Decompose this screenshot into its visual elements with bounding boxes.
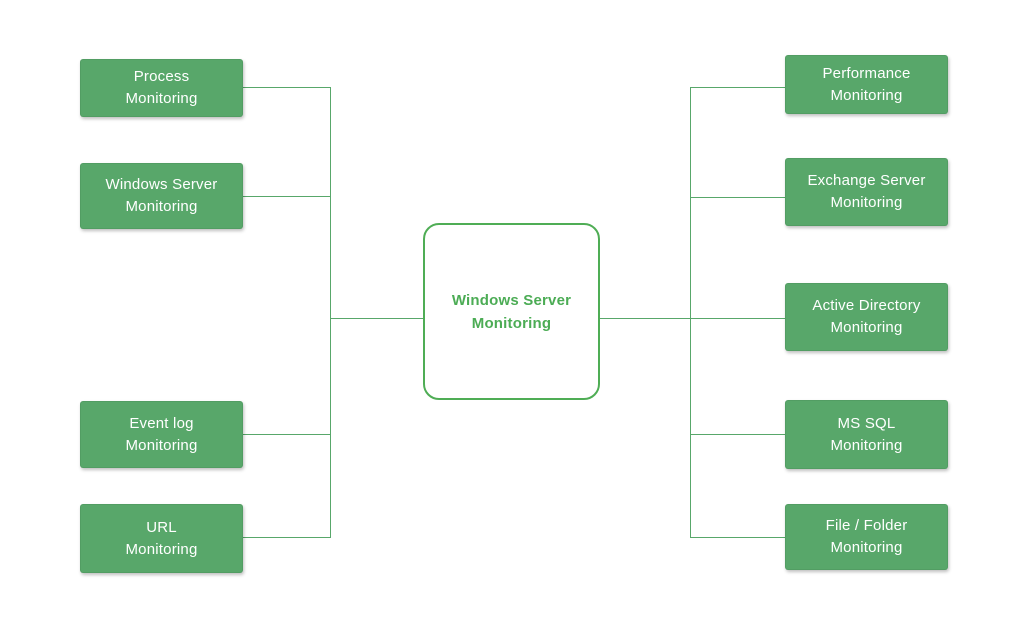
node-performance-monitoring: Performance Monitoring xyxy=(785,55,948,114)
node-file-folder-monitoring: File / Folder Monitoring xyxy=(785,504,948,570)
node-active-directory-monitoring: Active Directory Monitoring xyxy=(785,283,948,351)
node-label: Active Directory Monitoring xyxy=(812,297,921,336)
node-label: Performance Monitoring xyxy=(822,64,911,104)
left-trunk-line xyxy=(330,87,331,538)
node-ms-sql-monitoring: MS SQL Monitoring xyxy=(785,400,948,469)
connector-event-log-to-left-trunk xyxy=(243,434,330,435)
connector-windows-server-to-left-trunk xyxy=(243,196,330,197)
connector-right-trunk-to-file-folder xyxy=(690,537,785,538)
node-exchange-server-monitoring: Exchange Server Monitoring xyxy=(785,158,948,226)
node-label: File / Folder Monitoring xyxy=(825,517,908,556)
connector-right-trunk-to-ms-sql xyxy=(690,434,785,435)
right-trunk-line xyxy=(690,87,691,538)
center-node-label: Windows Server Monitoring xyxy=(451,291,572,332)
connector-right-trunk-to-performance xyxy=(690,87,785,88)
node-label: Exchange Server Monitoring xyxy=(807,172,926,211)
node-label: URL Monitoring xyxy=(125,518,198,558)
node-windows-server-monitoring-left: Windows Server Monitoring xyxy=(80,163,243,229)
node-url-monitoring: URL Monitoring xyxy=(80,504,243,573)
node-label: MS SQL Monitoring xyxy=(830,414,903,454)
connector-left-trunk-to-center xyxy=(330,318,423,319)
connector-url-to-left-trunk xyxy=(243,537,330,538)
node-process-monitoring: Process Monitoring xyxy=(80,59,243,117)
node-label: Process Monitoring xyxy=(125,68,198,107)
node-label: Event log Monitoring xyxy=(125,414,198,454)
connector-center-to-active-directory xyxy=(600,318,785,319)
connector-process-to-left-trunk xyxy=(243,87,330,88)
node-label: Windows Server Monitoring xyxy=(105,176,218,215)
node-windows-server-monitoring-center: Windows Server Monitoring xyxy=(423,223,600,400)
node-event-log-monitoring: Event log Monitoring xyxy=(80,401,243,468)
connector-right-trunk-to-exchange xyxy=(690,197,785,198)
